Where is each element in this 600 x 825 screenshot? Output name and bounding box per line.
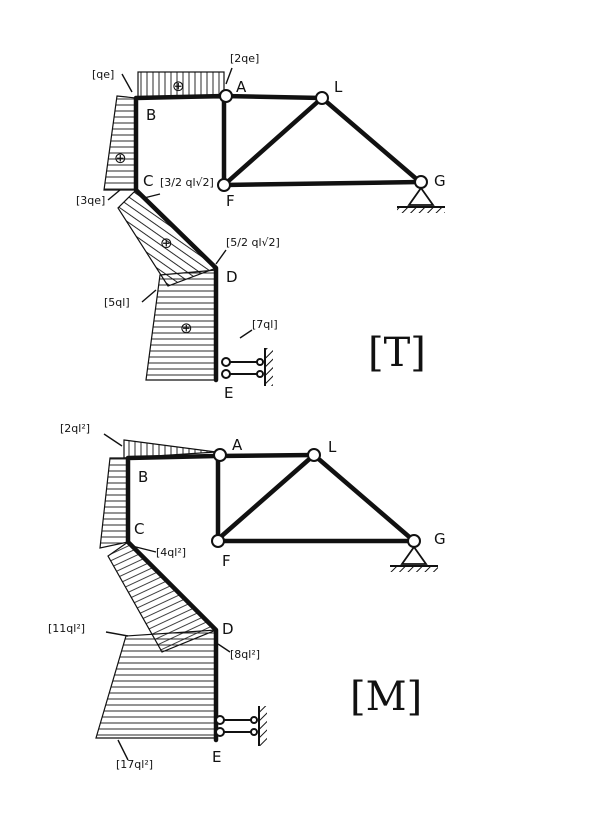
m-value-4ql2: [4ql²] bbox=[156, 546, 186, 559]
t-plus-sign: ⊕ bbox=[172, 77, 185, 95]
t-value-5-2-ql-root2: [5/2 ql√2] bbox=[226, 236, 280, 249]
m-hinge-a bbox=[213, 448, 227, 462]
t-node-g: G bbox=[434, 172, 446, 190]
m-node-a: A bbox=[232, 436, 243, 454]
t-diagram-tag: [T] bbox=[368, 330, 426, 376]
t-node-a: A bbox=[236, 78, 247, 96]
m-diagram-tag: [M] bbox=[350, 674, 422, 720]
m-pin-support-g bbox=[390, 545, 438, 572]
m-node-c: C bbox=[134, 520, 144, 538]
t-value-qe: [qe] bbox=[92, 68, 114, 81]
t-value-3qe: [3qe] bbox=[76, 194, 105, 207]
m-value-8ql2: [8ql²] bbox=[230, 648, 260, 661]
t-plus-sign: ⊕ bbox=[114, 149, 127, 167]
t-node-b: B bbox=[146, 106, 156, 124]
m-node-f: F bbox=[222, 552, 231, 570]
t-pin-support-g bbox=[397, 186, 445, 213]
t-plus-sign: ⊕ bbox=[180, 319, 193, 337]
m-node-b: B bbox=[138, 468, 148, 486]
t-node-l: L bbox=[334, 78, 343, 96]
m-hinge-g bbox=[407, 534, 421, 548]
t-hinge-l bbox=[315, 91, 329, 105]
t-fill-bc bbox=[103, 95, 137, 191]
m-hinge-l bbox=[307, 448, 321, 462]
t-node-f: F bbox=[226, 192, 235, 210]
t-node-d: D bbox=[226, 268, 238, 286]
m-value-17ql2: [17ql²] bbox=[116, 758, 153, 771]
t-value-3-2-ql-root2: [3/2 ql√2] bbox=[160, 176, 214, 189]
t-hinge-g bbox=[414, 175, 428, 189]
t-hinge-a bbox=[219, 89, 233, 103]
m-fill-bc bbox=[99, 457, 129, 549]
t-plus-sign: ⊕ bbox=[160, 234, 173, 252]
t-node-e: E bbox=[224, 384, 233, 402]
m-fill-de bbox=[95, 629, 217, 739]
m-value-11ql2: [11ql²] bbox=[48, 622, 85, 635]
t-fill-top-ab bbox=[137, 71, 225, 99]
t-value-7ql: [7ql] bbox=[252, 318, 278, 331]
m-node-e: E bbox=[212, 748, 221, 766]
t-value-2qe: [2qe] bbox=[230, 52, 259, 65]
m-support-e bbox=[215, 706, 267, 746]
t-value-5ql: [5ql] bbox=[104, 296, 130, 309]
diagram-m: A L G F B C D E [2ql²] [4ql²] [11ql²] [8… bbox=[48, 422, 446, 771]
t-hinge-f bbox=[217, 178, 231, 192]
m-frame bbox=[125, 452, 417, 743]
m-node-g: G bbox=[434, 530, 446, 548]
m-node-l: L bbox=[328, 438, 337, 456]
m-hinge-f bbox=[211, 534, 225, 548]
m-node-d: D bbox=[222, 620, 234, 638]
t-support-e bbox=[221, 348, 273, 386]
t-frame bbox=[133, 93, 423, 383]
t-node-c: C bbox=[143, 172, 153, 190]
m-value-2ql2: [2ql²] bbox=[60, 422, 90, 435]
diagram-t: A L G F B C D E [qe] [2qe] [3qe] [3/2 ql… bbox=[76, 52, 446, 402]
